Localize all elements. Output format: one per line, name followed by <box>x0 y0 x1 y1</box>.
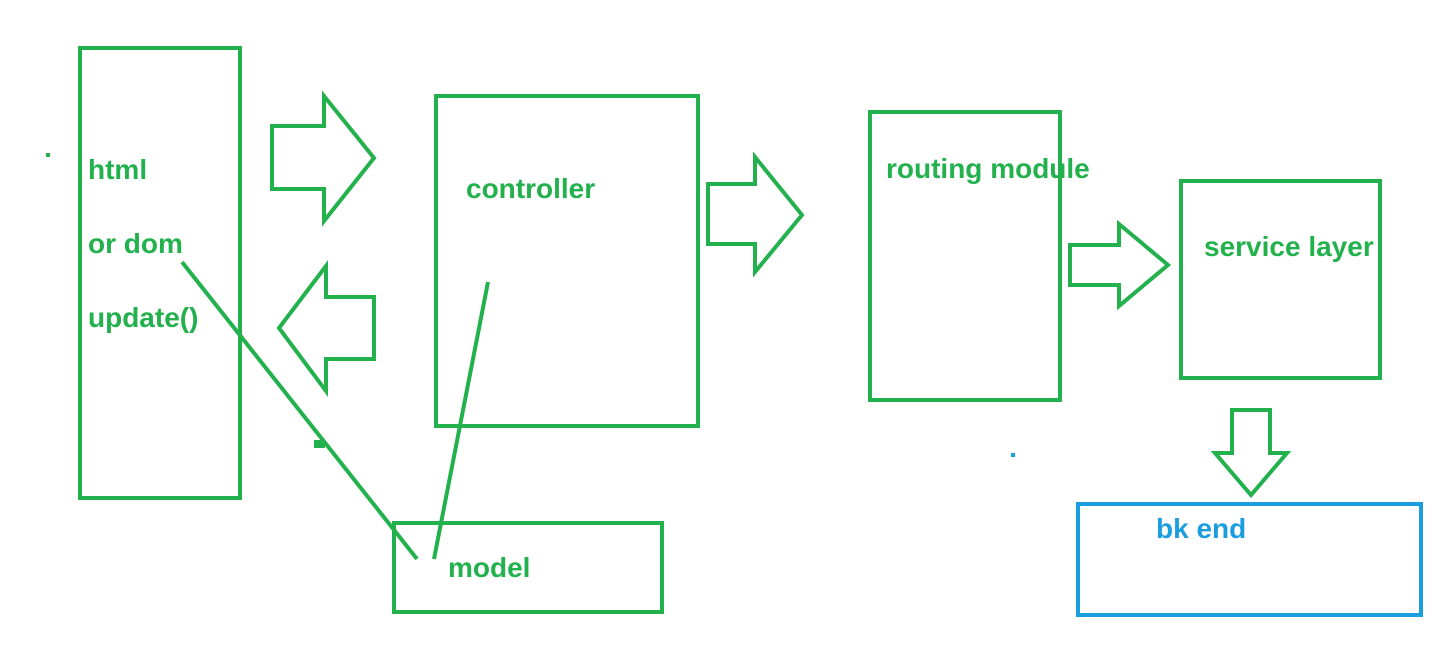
connector-controller-to-model <box>432 281 490 560</box>
label-or-dom: or dom <box>88 228 183 259</box>
label-html: html <box>88 154 147 185</box>
label-routing-module: routing module <box>886 153 1090 184</box>
arrow-view-to-controller <box>270 90 377 227</box>
service-layer-box <box>1179 179 1382 380</box>
stray-dot-green <box>46 153 50 157</box>
arrow-routing-to-service <box>1068 219 1172 311</box>
arrow-controller-to-view <box>276 260 376 398</box>
stray-dot-blue <box>1011 453 1015 457</box>
bk-end-box <box>1076 502 1423 617</box>
label-bk-end: bk end <box>1156 513 1246 544</box>
controller-box <box>434 94 700 428</box>
arrow-controller-to-routing <box>706 151 805 278</box>
html-dom-box <box>78 46 242 500</box>
label-controller: controller <box>466 173 595 204</box>
label-update: update() <box>88 302 198 333</box>
label-service-layer: service layer <box>1204 231 1374 262</box>
stray-mark-green <box>314 440 325 448</box>
arrow-service-to-backend <box>1210 408 1292 499</box>
connector-dom-to-model <box>180 260 419 561</box>
model-box <box>392 521 664 614</box>
label-model: model <box>448 552 530 583</box>
routing-module-box <box>868 110 1062 402</box>
green-shapes <box>78 46 1382 614</box>
